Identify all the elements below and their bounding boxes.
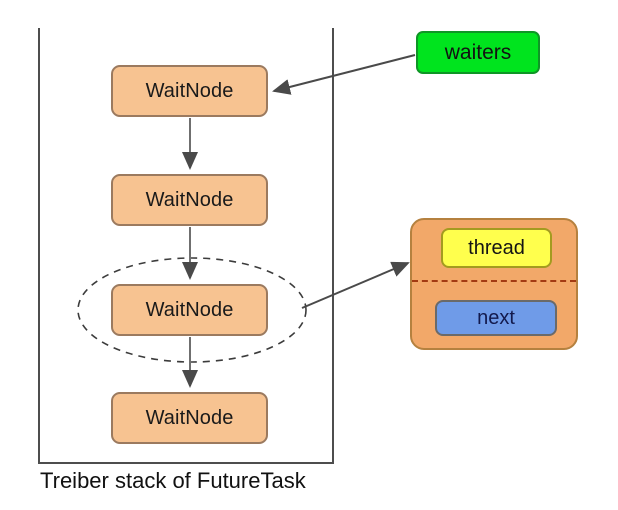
field-next[interactable]: next bbox=[435, 300, 557, 336]
stack-frame-right-edge bbox=[332, 28, 334, 464]
waitnode-detail-panel: thread next bbox=[410, 218, 578, 350]
waiters-pointer-arrow bbox=[272, 54, 416, 95]
waitnode-box-2[interactable]: WaitNode bbox=[111, 174, 268, 226]
field-thread[interactable]: thread bbox=[441, 228, 552, 268]
stack-frame-bottom-edge bbox=[38, 462, 334, 464]
waitnode-box-4[interactable]: WaitNode bbox=[111, 392, 268, 444]
field-next-label: next bbox=[477, 306, 515, 329]
waiters-pointer-box[interactable]: waiters bbox=[416, 31, 540, 74]
waitnode-label: WaitNode bbox=[145, 79, 234, 102]
stack-frame-left-edge bbox=[38, 28, 40, 464]
field-thread-label: thread bbox=[468, 236, 525, 259]
waiters-label: waiters bbox=[444, 40, 512, 64]
waitnode-box-3-highlighted[interactable]: WaitNode bbox=[111, 284, 268, 336]
detail-callout-arrow bbox=[301, 261, 410, 309]
waitnode-label: WaitNode bbox=[145, 298, 234, 321]
detail-panel-divider bbox=[412, 280, 576, 282]
waitnode-label: WaitNode bbox=[145, 406, 234, 429]
waitnode-box-1[interactable]: WaitNode bbox=[111, 65, 268, 117]
diagram-caption: Treiber stack of FutureTask bbox=[40, 468, 306, 493]
waitnode-label: WaitNode bbox=[145, 188, 234, 211]
